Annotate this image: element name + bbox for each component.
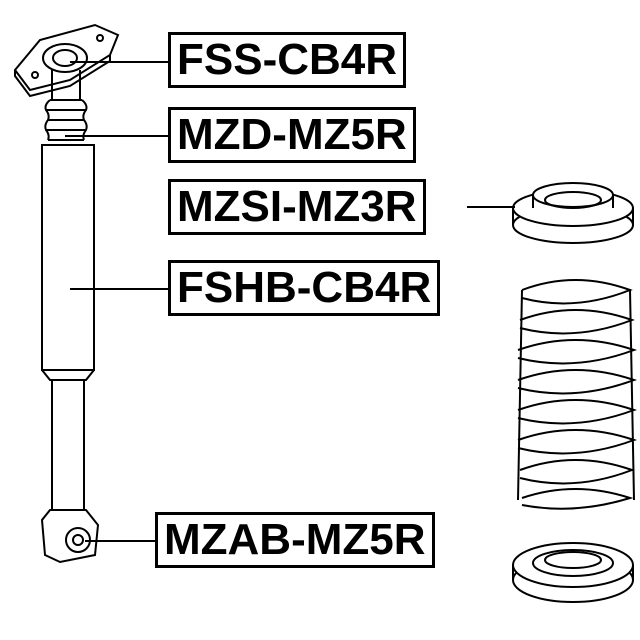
lower-bushing-drawing	[40, 509, 100, 564]
leader-lines	[65, 61, 515, 542]
part-label-shock-body: FSHB-CB4R	[168, 260, 441, 316]
spring-insulator-drawing	[512, 182, 634, 244]
part-label-top-mount: FSS-CB4R	[168, 32, 407, 88]
coil-spring-drawing	[517, 279, 637, 510]
part-label-dust-boot: MZD-MZ5R	[168, 107, 416, 163]
part-label-spring-insulator: MZSI-MZ3R	[168, 179, 426, 235]
dust-boot-drawing	[44, 99, 88, 141]
lower-seat-drawing	[512, 542, 634, 603]
top-mount-drawing	[13, 23, 120, 101]
part-label-lower-bushing: MZAB-MZ5R	[155, 512, 435, 568]
shock-body-drawing	[41, 144, 95, 511]
